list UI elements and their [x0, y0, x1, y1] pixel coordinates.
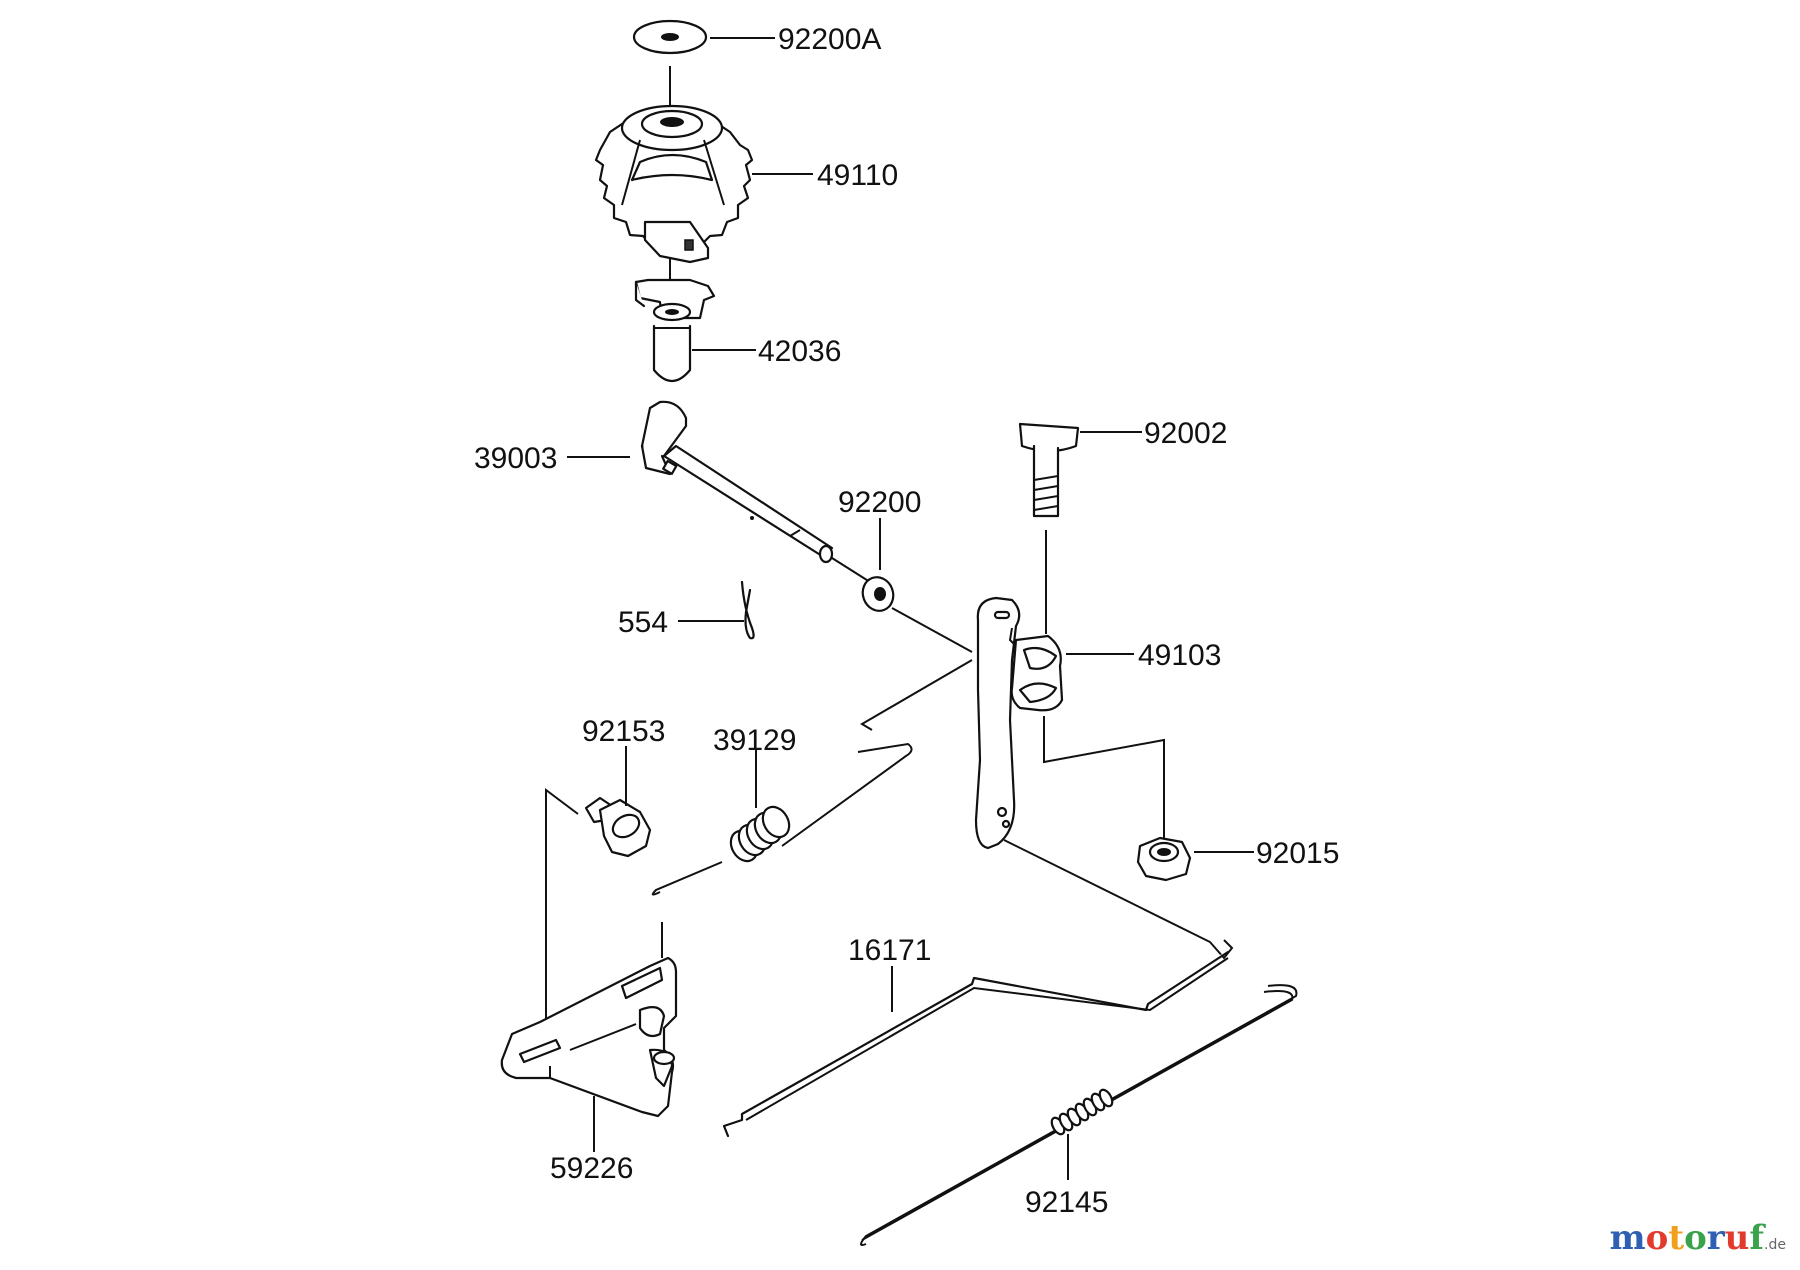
nut-axis [1043, 716, 1165, 840]
wm-letter: u [1724, 1218, 1750, 1258]
governor-lever-49103 [974, 596, 1064, 850]
wm-letter: f [1749, 1218, 1765, 1258]
part-label-92200a: 92200A [778, 23, 881, 56]
wm-suffix: .de [1764, 1237, 1786, 1253]
spring-rod-92145 [860, 984, 1298, 1246]
part-label-49103: 49103 [1138, 639, 1221, 672]
shaft-axis [831, 557, 871, 583]
governor-gear-49110 [594, 104, 754, 264]
spring-link-line [860, 659, 973, 731]
shaft-axis-2 [891, 607, 973, 653]
part-label-92002: 92002 [1144, 417, 1227, 450]
motoruf-watermark: motoruf.de [1610, 1218, 1786, 1258]
part-label-39003: 39003 [474, 442, 557, 475]
governor-shaft-39003 [640, 400, 834, 564]
part-label-92200: 92200 [838, 486, 921, 519]
part-label-49110: 49110 [817, 159, 898, 192]
wm-letter: m [1609, 1218, 1646, 1258]
nut-92015 [1136, 836, 1192, 882]
wm-letter: r [1706, 1218, 1725, 1258]
part-label-554: 554 [618, 606, 668, 639]
cotter-pin-554 [740, 580, 755, 640]
control-bracket-59226 [500, 956, 678, 1118]
shaft-holder-42036 [634, 278, 716, 383]
part-label-92153: 92153 [582, 715, 665, 748]
part-label-16171: 16171 [848, 934, 931, 967]
part-label-39129: 39129 [713, 724, 796, 757]
part-label-92015: 92015 [1256, 837, 1339, 870]
part-label-92145: 92145 [1025, 1186, 1108, 1219]
wm-letter: t [1668, 1218, 1685, 1258]
governor-rod-16171 [722, 839, 1234, 1138]
part-label-42036: 42036 [758, 335, 841, 368]
bolt-92002 [1018, 422, 1080, 518]
wm-letter: o [1684, 1218, 1707, 1258]
wm-letter: o [1645, 1218, 1669, 1258]
washer-92200 [861, 576, 895, 612]
washer-92200a [632, 19, 708, 55]
bolt-92153 [584, 796, 652, 858]
bracket-axis [545, 788, 579, 1040]
governor-spring-39129 [651, 742, 913, 896]
part-label-59226: 59226 [550, 1152, 633, 1185]
